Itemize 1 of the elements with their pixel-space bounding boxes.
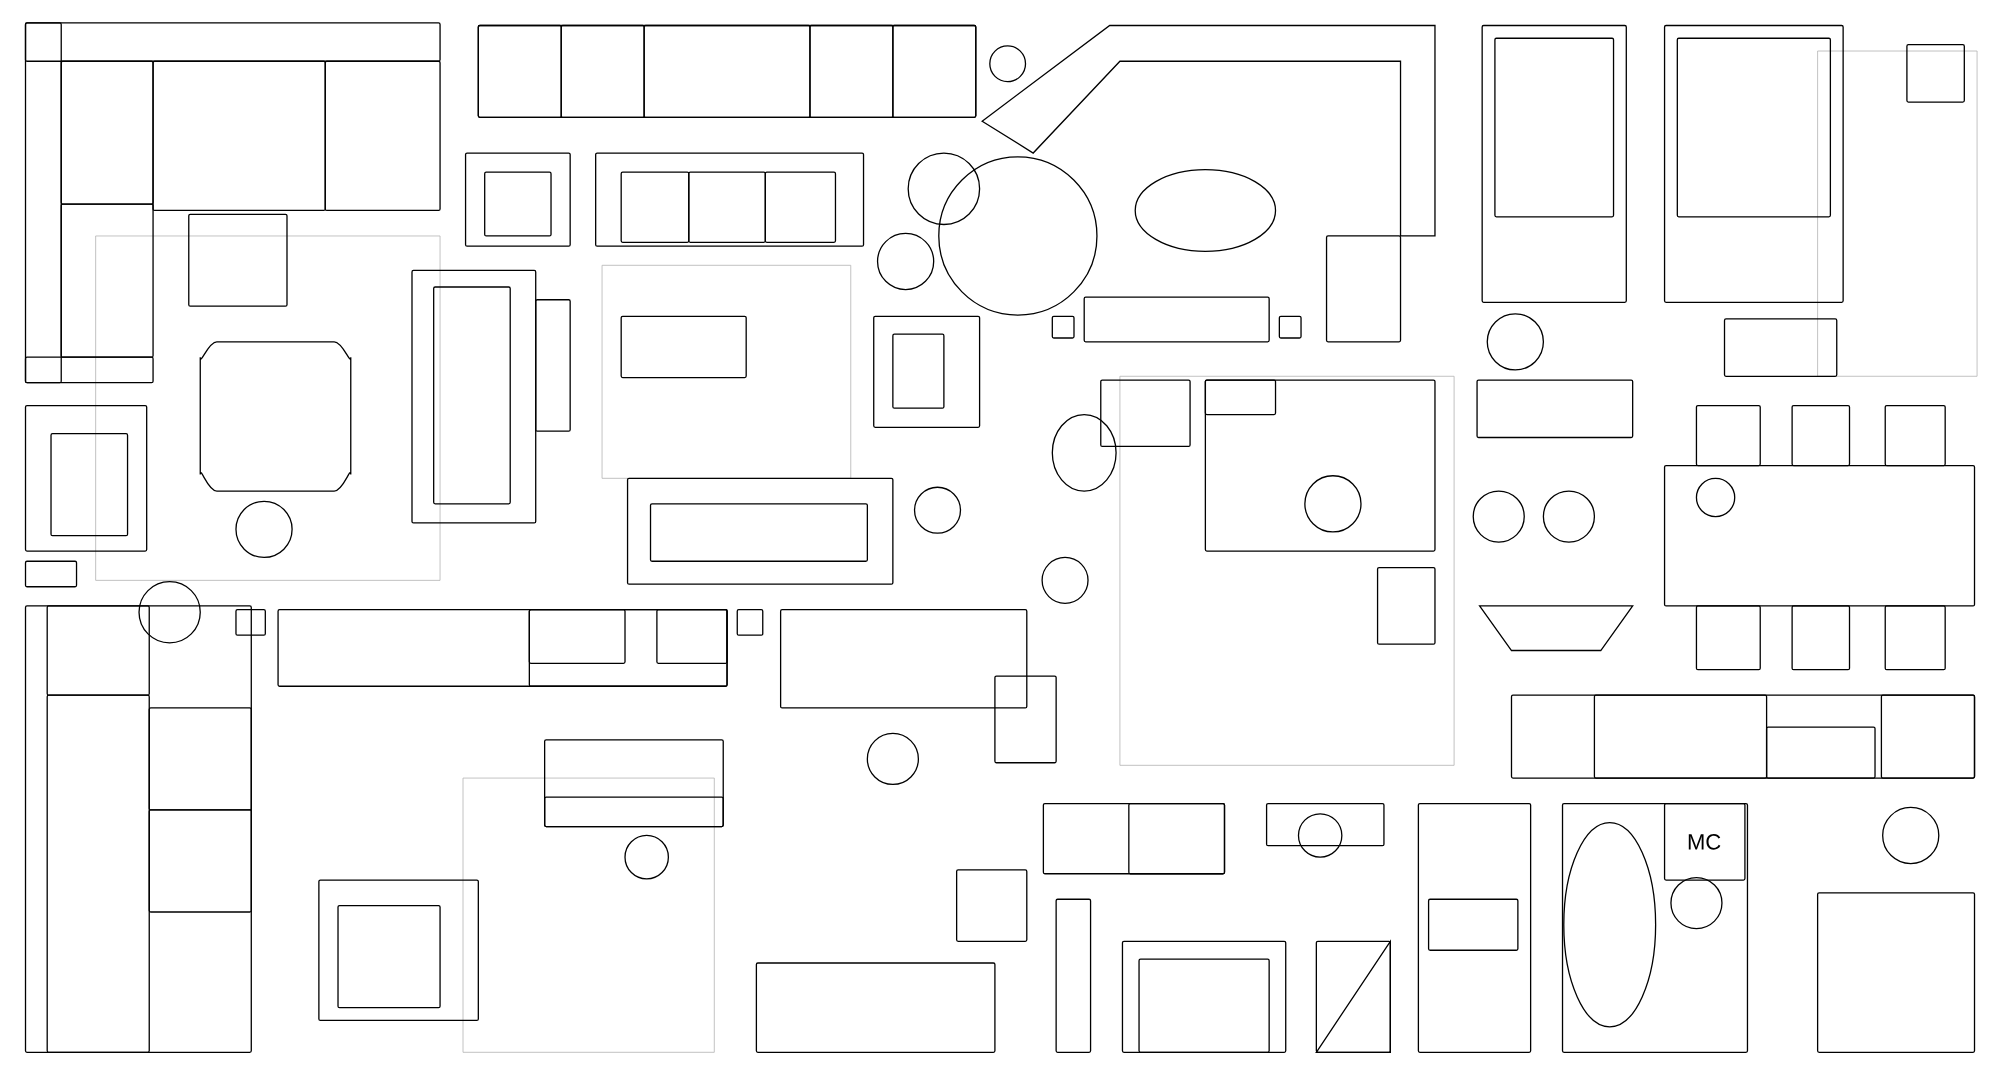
label-text: MC	[1688, 834, 1721, 850]
